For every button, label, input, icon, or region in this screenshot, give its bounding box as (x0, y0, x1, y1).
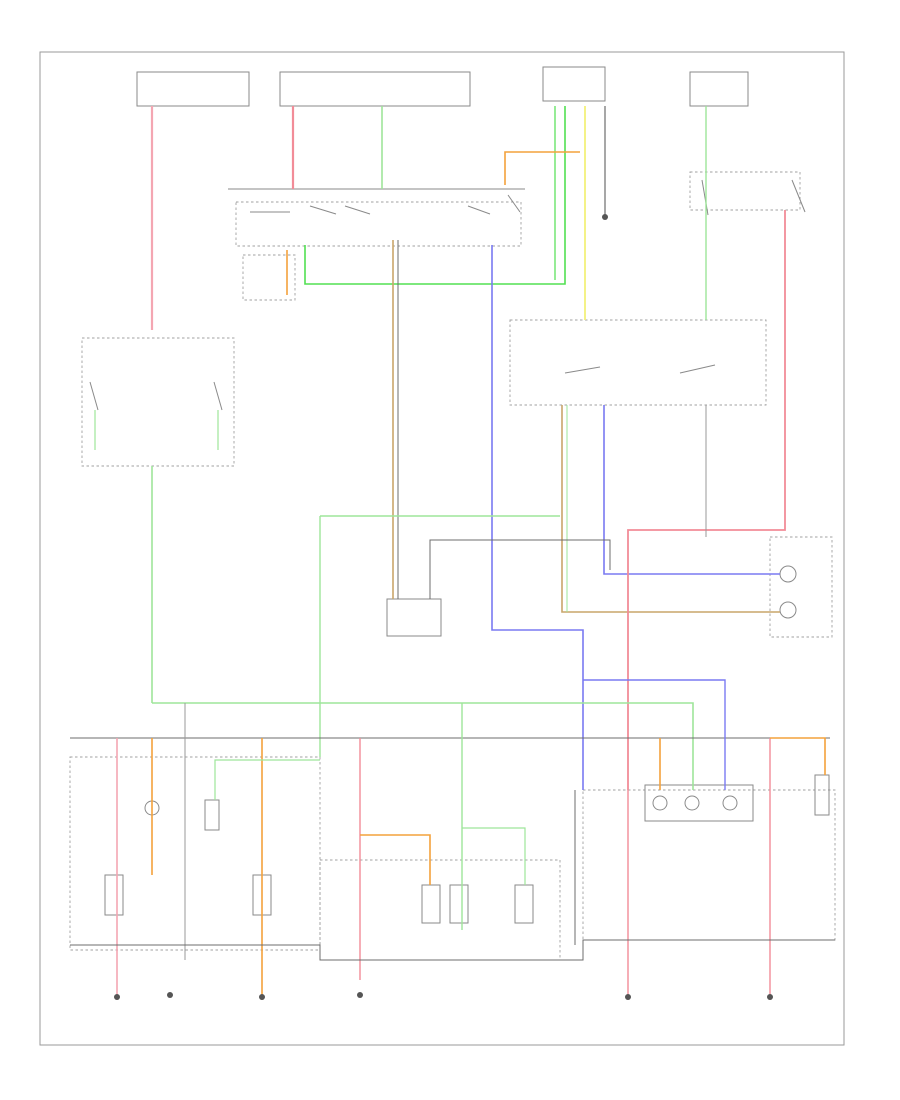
right-rear-combination-lamp (582, 784, 836, 941)
ground-module (602, 214, 608, 220)
right-turn-indicator-bulb (779, 565, 797, 583)
lamp-sockets (104, 774, 830, 924)
wire-green-left-bottom (151, 466, 694, 790)
wire-green-middle (319, 515, 560, 757)
right-switch-box (689, 171, 801, 211)
ground-1 (114, 994, 120, 1000)
flasher-relay (386, 598, 442, 637)
wire-blue-main (491, 245, 584, 790)
ground-6 (767, 994, 773, 1000)
ground-points (114, 214, 773, 1000)
left-turn-indicator-bulb (779, 601, 797, 619)
left-rear-combination-lamp (69, 756, 321, 951)
wire-black-return (70, 939, 835, 961)
ground-3 (259, 994, 265, 1000)
wire-bright-green-loop (304, 106, 566, 285)
top-fuse-box-mid (279, 71, 471, 107)
wire-black-flasher (429, 539, 611, 599)
wire-blue-right-rear (583, 679, 726, 790)
lamp-bulbs (144, 795, 738, 816)
ground-4 (357, 992, 363, 998)
wire-blue-meter (603, 405, 780, 575)
ground-2 (167, 992, 173, 998)
diagram-frame (39, 51, 845, 1046)
brake-switch-assembly (81, 337, 235, 467)
turn-module (509, 319, 767, 406)
top-fuse-box-right (689, 71, 749, 107)
combination-switch (228, 188, 525, 247)
wire-tan-meter (561, 405, 780, 613)
bottom-drops (116, 703, 826, 1000)
top-fuse-box-left (136, 71, 250, 107)
top-module-box (542, 66, 606, 102)
combination-meter (769, 536, 833, 638)
ground-5 (625, 994, 631, 1000)
hazard-switch-box (242, 254, 296, 301)
wire-orange-module (286, 151, 580, 295)
